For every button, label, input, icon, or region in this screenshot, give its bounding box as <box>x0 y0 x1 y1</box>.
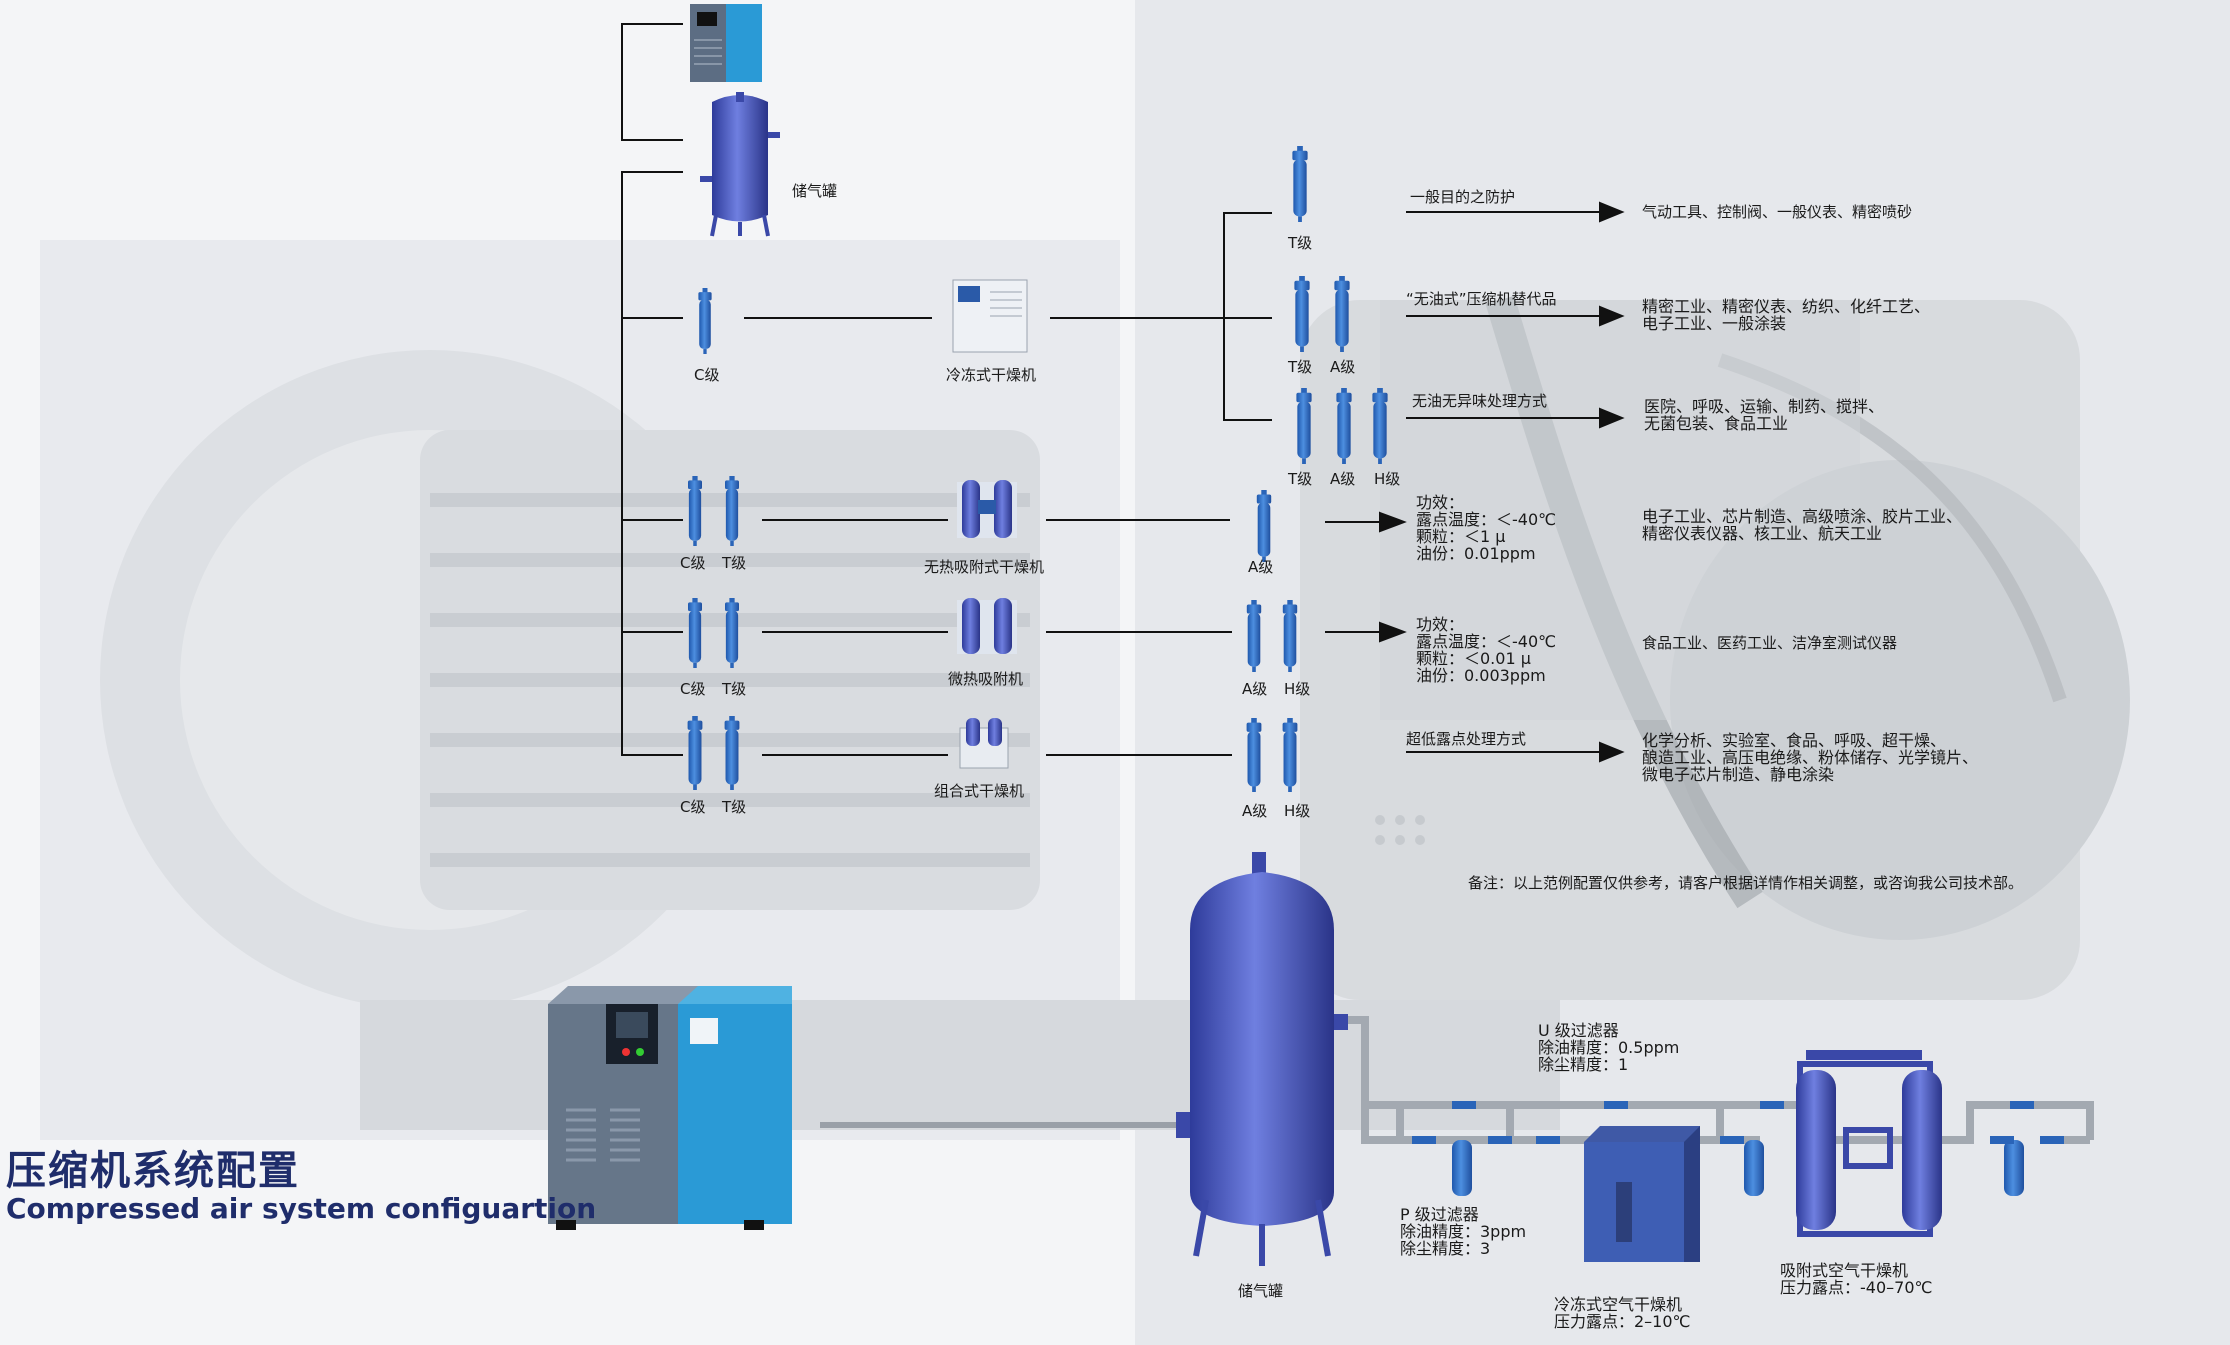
label-h-grade: H级 <box>1374 470 1401 488</box>
route-purpose: 一般目的之防护 <box>1410 188 1516 206</box>
label-t-grade: T级 <box>1288 358 1313 376</box>
route-application: 气动工具、控制阀、一般仪表、精密喷砂 <box>1642 203 1913 221</box>
label-t-grade: T级 <box>722 798 747 816</box>
label-refrig-dryer: 冷冻式干燥机 <box>946 366 1037 384</box>
connector-lines <box>621 23 1272 756</box>
route-application: 精密工业、精密仪表、纺织、化纤工艺、 电子工业、一般涂装 <box>1642 297 1931 333</box>
label-a-grade: A级 <box>1242 802 1268 820</box>
screw-air-compressor <box>548 986 792 1230</box>
route-application: 电子工业、芯片制造、高级喷涂、胶片工业、 精密仪表仪器、核工业、航天工业 <box>1642 507 1963 543</box>
route-purpose: “无油式”压缩机替代品 <box>1406 290 1557 308</box>
refrigerated-air-dryer <box>1584 1126 1700 1262</box>
route-application: 医院、呼吸、运输、制药、搅拌、 无菌包装、食品工业 <box>1644 397 1885 433</box>
label-h-grade: H级 <box>1284 680 1311 698</box>
label-c-grade: C级 <box>680 798 706 816</box>
microheat-dryer-icon <box>957 598 1017 654</box>
label-refrig-air-dryer: 冷冻式空气干燥机 压力露点：2–10℃ <box>1554 1295 1691 1331</box>
label-a-grade: A级 <box>1330 358 1356 376</box>
combined-dryer-icon <box>959 718 1009 769</box>
label-adsorption-air-dryer: 吸附式空气干燥机 压力露点：-40–70℃ <box>1780 1261 1933 1297</box>
route-application: 食品工业、医药工业、洁净室测试仪器 <box>1642 634 1898 652</box>
label-u-filter: U 级过滤器 除油精度：0.5ppm 除尘精度：1 <box>1538 1021 1680 1074</box>
label-c-grade: C级 <box>694 366 720 384</box>
route-purpose: 功效： 露点温度：＜-40℃ 颗粒：＜0.01 μ 油份：0.003ppm <box>1416 615 1557 685</box>
label-c-grade: C级 <box>680 680 706 698</box>
small-air-tank <box>700 92 780 237</box>
label-air-tank-bottom: 储气罐 <box>1238 1282 1284 1300</box>
route-application: 化学分析、实验室、食品、呼吸、超干燥、 酿造工业、高压电绝缘、粉体储存、光学镜片… <box>1642 731 1979 784</box>
label-h-grade: H级 <box>1284 802 1311 820</box>
page-title-zh: 压缩机系统配置 <box>6 1148 300 1194</box>
heatless-dryer-icon <box>957 480 1017 538</box>
label-t-grade: T级 <box>1288 470 1313 488</box>
large-air-tank <box>1176 852 1348 1266</box>
label-a-grade: A级 <box>1330 470 1356 488</box>
label-heatless-dryer: 无热吸附式干燥机 <box>924 558 1045 576</box>
label-t-grade: T级 <box>722 554 747 572</box>
label-t-grade: T级 <box>722 680 747 698</box>
label-air-tank-top: 储气罐 <box>792 182 838 200</box>
footnote: 备注：以上范例配置仅供参考，请客户根据详情作相关调整，或咨询我公司技术部。 <box>1468 874 2024 892</box>
route-purpose: 无油无异味处理方式 <box>1412 392 1548 410</box>
label-c-grade: C级 <box>680 554 706 572</box>
route-purpose: 超低露点处理方式 <box>1406 730 1527 748</box>
label-a-grade: A级 <box>1242 680 1268 698</box>
label-combined-dryer: 组合式干燥机 <box>934 782 1025 800</box>
label-t-grade: T级 <box>1288 234 1313 252</box>
adsorption-air-dryer <box>1796 1050 1942 1237</box>
refrigerated-dryer-icon <box>952 279 1028 353</box>
route-purpose: 功效： 露点温度：＜-40℃ 颗粒：＜1 μ 油份：0.01ppm <box>1416 493 1557 563</box>
label-a-grade: A级 <box>1248 558 1274 576</box>
page-title-en: Compressed air system configuartion <box>6 1192 597 1225</box>
label-p-filter: P 级过滤器 除油精度：3ppm 除尘精度：3 <box>1400 1205 1527 1258</box>
arrows <box>1325 201 1625 763</box>
compressor-thumbnail <box>690 4 762 82</box>
label-microheat-dryer: 微热吸附机 <box>948 670 1024 688</box>
